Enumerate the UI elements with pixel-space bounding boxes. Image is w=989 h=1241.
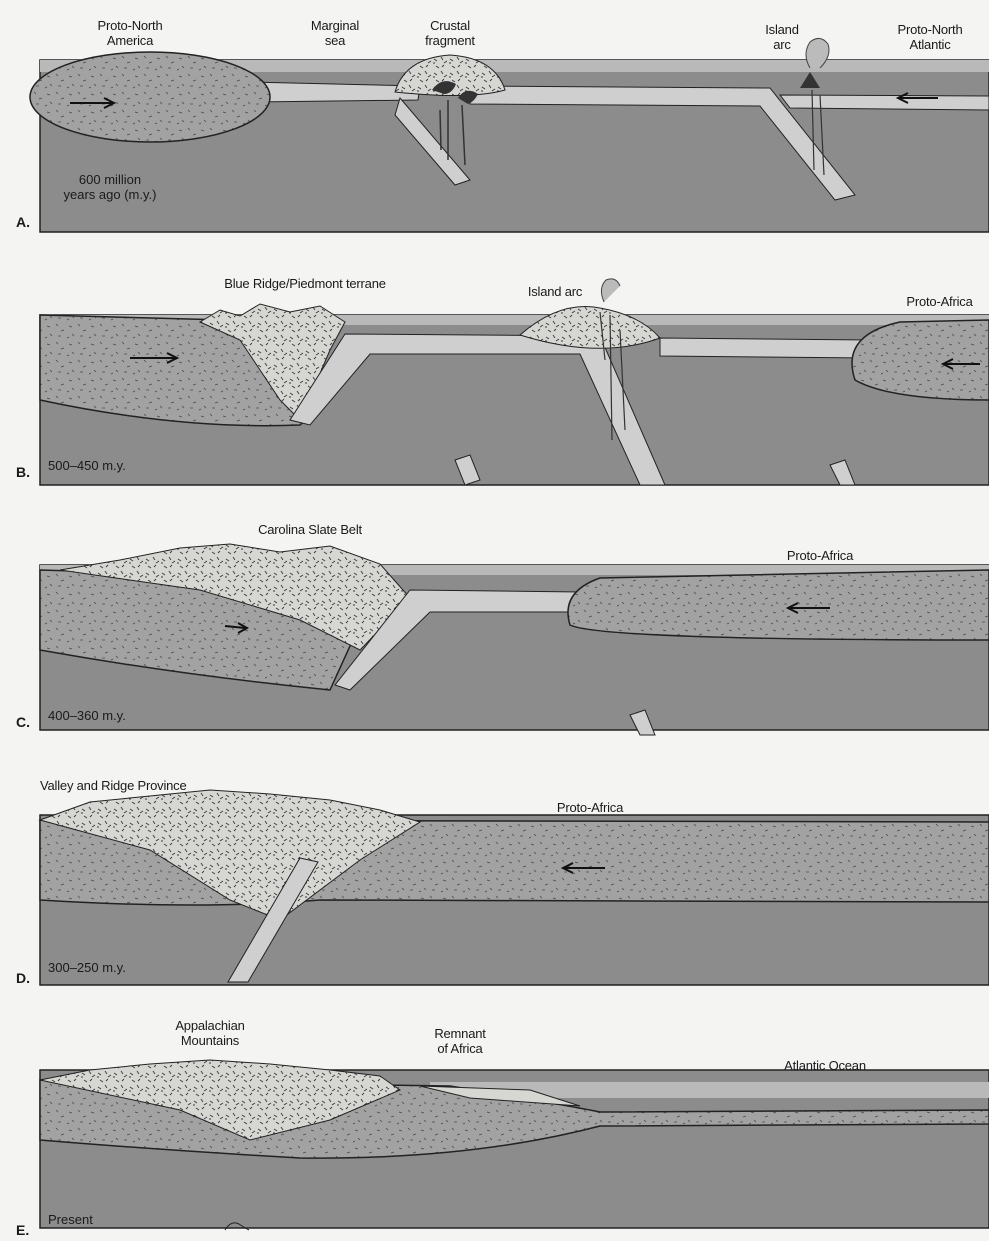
panel-e: Appalachian Mountains Remnant of Africa … <box>0 1000 989 1241</box>
panel-b-cross-section <box>0 250 989 490</box>
label-island-arc-a: Island arc <box>752 22 812 52</box>
label-proto-africa-b: Proto-Africa <box>890 294 989 309</box>
panel-a: Proto-North America Marginal sea Crustal… <box>0 0 989 240</box>
label-crustal-fragment: Crustal fragment <box>410 18 490 48</box>
panel-b: Blue Ridge/Piedmont terrane Island arc P… <box>0 250 989 490</box>
label-valley-ridge: Valley and Ridge Province <box>40 778 260 793</box>
panel-c: Carolina Slate Belt Proto-Africa 400–360… <box>0 500 989 740</box>
label-carolina-slate-belt: Carolina Slate Belt <box>225 522 395 537</box>
panel-d: Valley and Ridge Province Proto-Africa 3… <box>0 750 989 990</box>
panel-c-cross-section <box>0 500 989 740</box>
label-proto-africa-c: Proto-Africa <box>765 548 875 563</box>
oceanic-plate-b <box>660 338 870 358</box>
label-blue-ridge: Blue Ridge/Piedmont terrane <box>195 276 415 291</box>
label-remnant-africa: Remnant of Africa <box>420 1026 500 1056</box>
label-appalachian: Appalachian Mountains <box>160 1018 260 1048</box>
panel-letter-e: E. <box>16 1222 29 1238</box>
age-label-a: 600 million years ago (m.y.) <box>55 172 165 202</box>
age-label-d: 300–250 m.y. <box>48 960 126 975</box>
volcano-plume-b <box>601 279 620 302</box>
age-label-e: Present <box>48 1212 93 1227</box>
proto-africa-block-c <box>568 570 989 640</box>
panel-letter-c: C. <box>16 714 30 730</box>
label-atlantic-ocean: Atlantic Ocean <box>765 1058 885 1073</box>
panel-letter-a: A. <box>16 214 30 230</box>
label-marginal-sea: Marginal sea <box>295 18 375 48</box>
proto-africa-block-b <box>852 320 989 400</box>
label-proto-north-america: Proto-North America <box>80 18 180 48</box>
panel-letter-d: D. <box>16 970 30 986</box>
proto-north-america-block <box>30 52 270 142</box>
oceanic-plate-a <box>780 95 989 110</box>
label-island-arc-b: Island arc <box>515 284 595 299</box>
age-label-c: 400–360 m.y. <box>48 708 126 723</box>
label-proto-africa-d: Proto-Africa <box>530 800 650 815</box>
panel-letter-b: B. <box>16 464 30 480</box>
label-proto-north-atlantic: Proto-North Atlantic <box>875 22 985 52</box>
age-label-b: 500–450 m.y. <box>48 458 126 473</box>
